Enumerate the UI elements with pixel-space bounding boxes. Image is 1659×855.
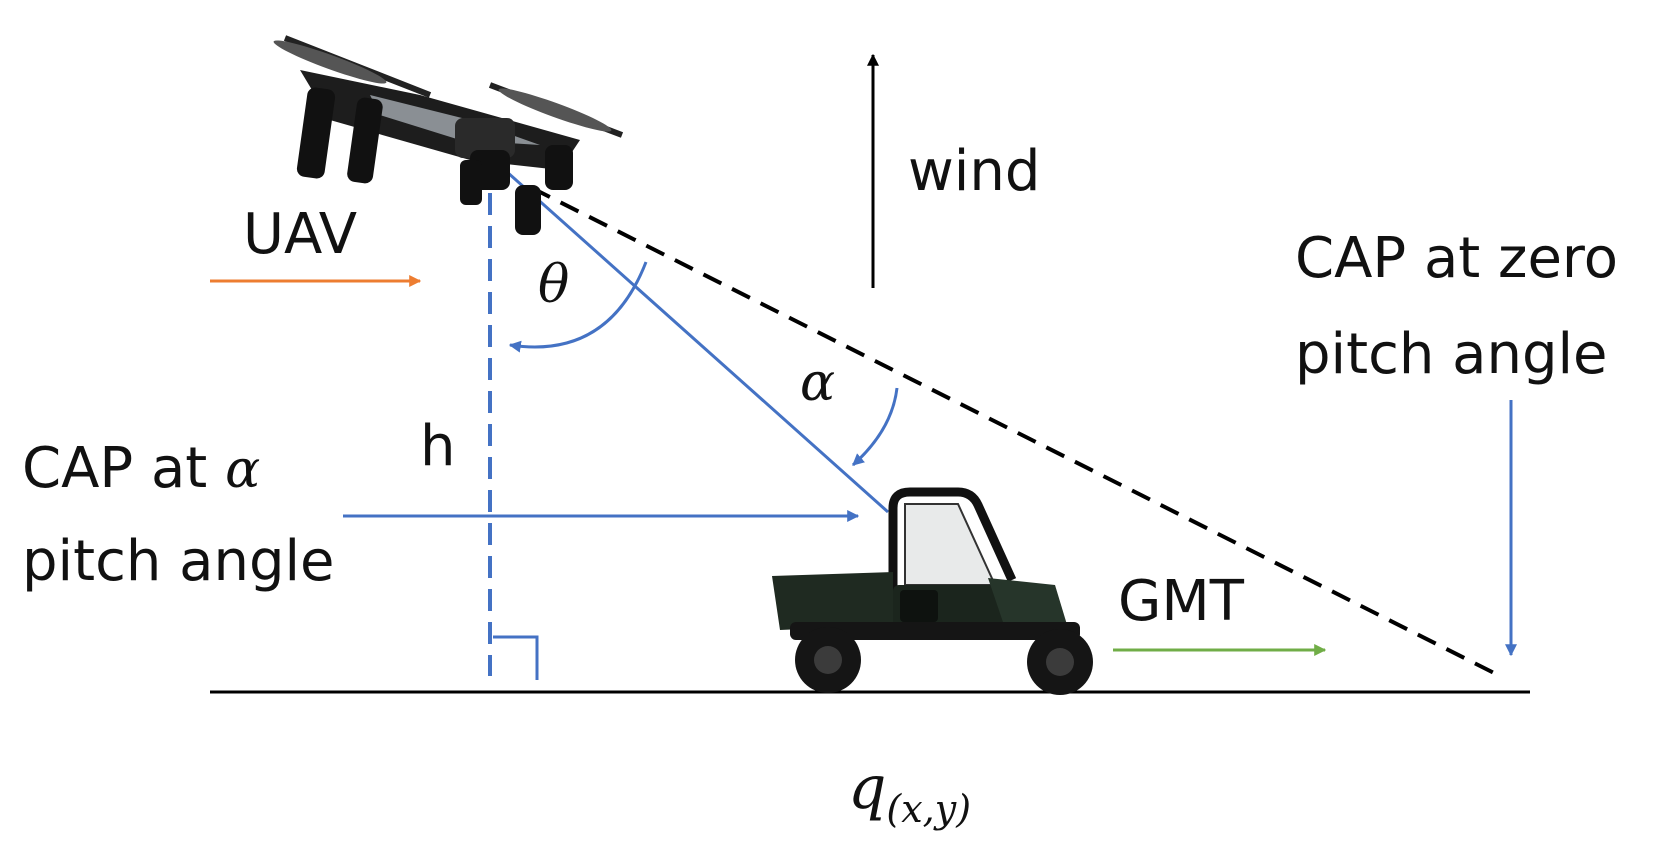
target-position-label: q(x,y) [848,753,971,831]
theta-label: θ [538,255,569,315]
cap-zero-pitch-label-line2: pitch angle [1295,322,1608,387]
quadcopter-drone-icon [273,35,624,235]
alpha-arc [851,387,899,467]
theta-arc [508,261,648,353]
utility-vehicle-icon [772,487,1093,695]
cap-alpha-label-line1: CAP at α [22,436,260,501]
altitude-label: h [420,414,456,479]
wind-label: wind [908,139,1040,204]
cap-alpha-label-line2: pitch angle [22,529,335,594]
alpha-label: α [800,353,835,413]
gmt-label: GMT [1118,569,1245,634]
uav-label: UAV [243,202,357,267]
right-angle-marker [493,635,539,680]
cap-zero-pitch-label-line1: CAP at zero [1295,226,1618,291]
line-of-sight-zero-pitch [531,186,1501,678]
line-of-sight-alpha [487,153,889,514]
